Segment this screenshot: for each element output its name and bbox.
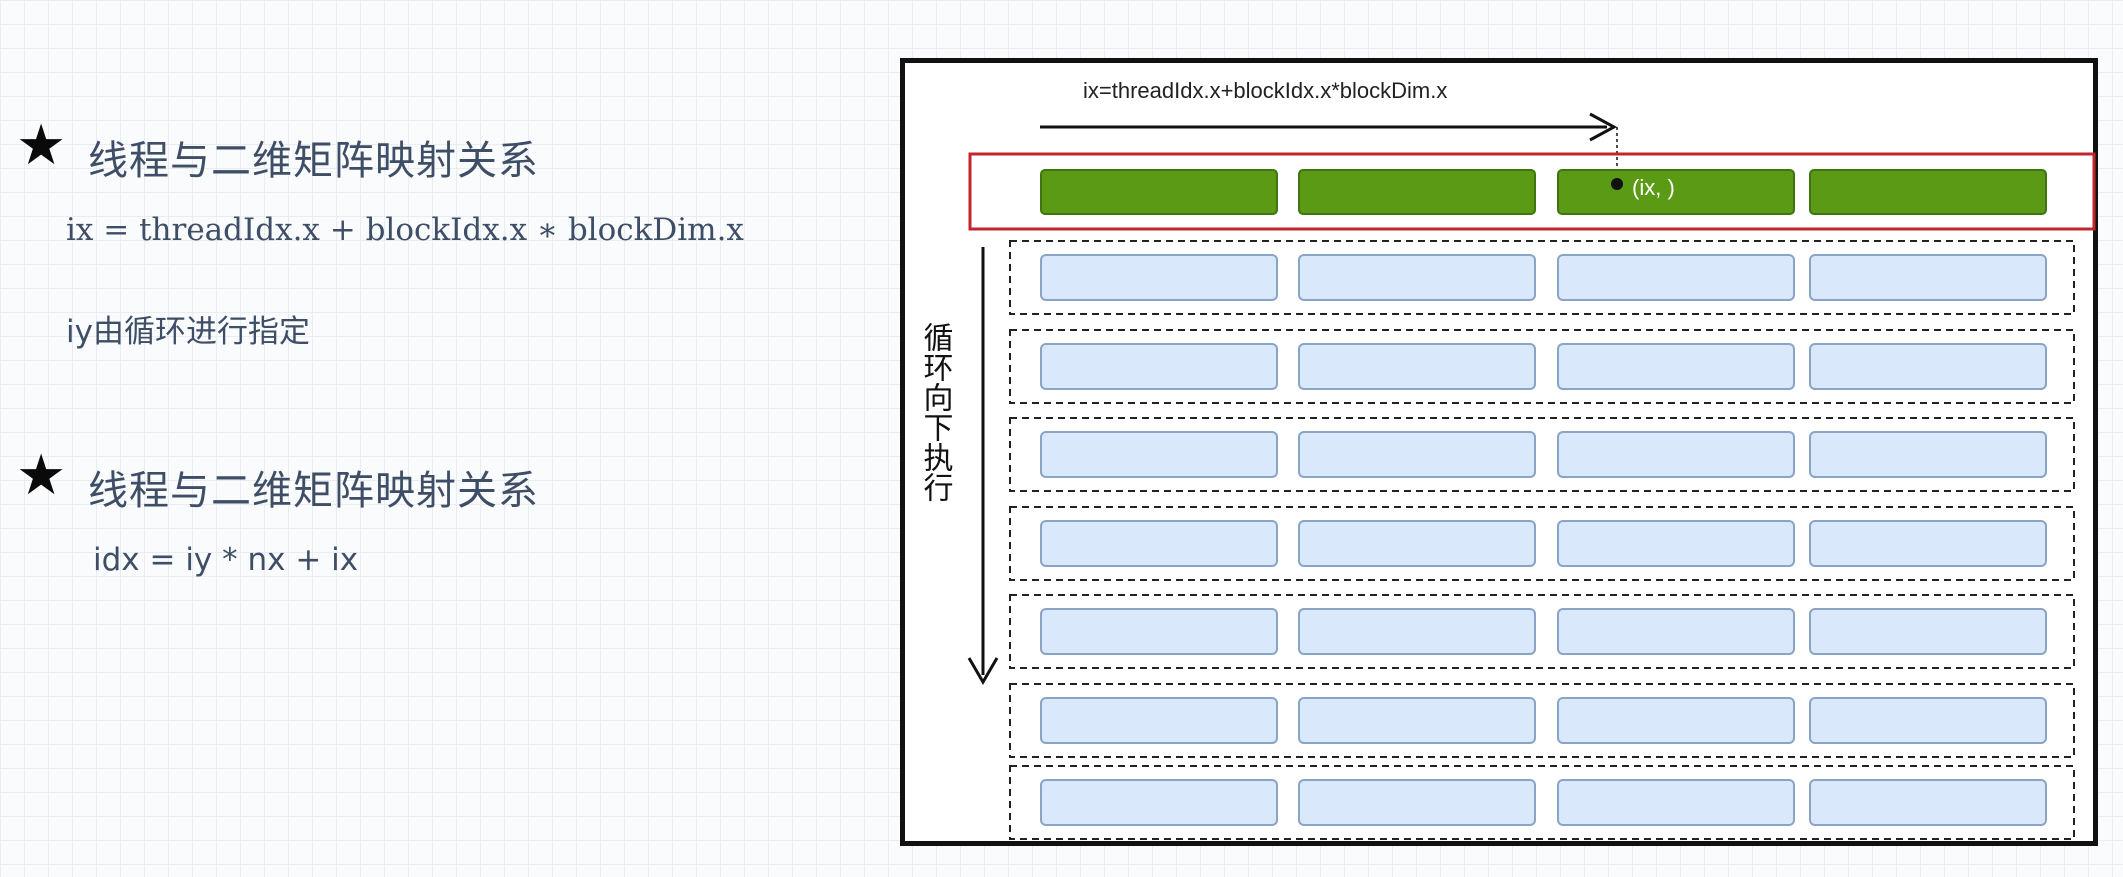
matrix-cell [1298,254,1536,301]
matrix-cell [1040,608,1278,655]
matrix-cell [1298,697,1536,744]
active-cell [1298,169,1536,215]
dashed-row-group [1009,240,2075,315]
matrix-cell [1040,520,1278,567]
matrix-cell [1298,520,1536,567]
dashed-row-group [1009,594,2075,669]
matrix-cell [1809,431,2047,478]
matrix-cell [1298,431,1536,478]
active-cell [1809,169,2047,215]
matrix-cell [1040,779,1278,826]
section-heading: 线程与二维矩阵映射关系 [88,468,539,514]
dashed-row-group [1009,683,2075,758]
matrix-cell [1040,431,1278,478]
matrix-cell [1557,608,1795,655]
matrix-cell [1040,343,1278,390]
active-cell [1557,169,1795,215]
idx-formula: idx = iy * nx + ix [93,542,359,578]
ix-formula: ix = threadIdx.x + blockIdx.x ∗ blockDim… [66,212,744,248]
matrix-cell [1557,431,1795,478]
matrix-cell [1298,608,1536,655]
vertical-arrow-head [967,657,999,685]
dashed-row-group [1009,765,2075,840]
star-icon: ★ [16,443,67,508]
matrix-cell [1557,697,1795,744]
matrix-cell [1040,254,1278,301]
matrix-cell [1809,520,2047,567]
matrix-rows [1009,240,2075,840]
ix-diagram-label: ix=threadIdx.x+blockIdx.x*blockDim.x [1083,78,1447,103]
horizontal-arrow-head [1589,112,1618,142]
matrix-cell [1557,343,1795,390]
matrix-cell [1298,779,1536,826]
matrix-cell [1298,343,1536,390]
matrix-cell [1557,779,1795,826]
dashed-row-group [1009,417,2075,492]
matrix-cell [1040,697,1278,744]
loop-direction-label: 循环向下执行 [918,322,954,502]
iy-note: iy由循环进行指定 [66,314,310,350]
matrix-cell [1557,520,1795,567]
point-label: (ix, ) [1632,175,1675,200]
matrix-cell [1557,254,1795,301]
matrix-cell [1809,343,2047,390]
section-heading: 线程与二维矩阵映射关系 [88,138,539,184]
matrix-cell [1809,697,2047,744]
point-marker [1611,178,1623,190]
dashed-row-group [1009,329,2075,404]
active-cell [1040,169,1278,215]
left-text-panel: ★ 线程与二维矩阵映射关系 ix = threadIdx.x + blockId… [0,0,880,877]
matrix-cell [1809,779,2047,826]
dashed-row-group [1009,506,2075,581]
active-row-highlight [968,152,2096,231]
star-icon: ★ [16,113,67,178]
matrix-cell [1809,608,2047,655]
matrix-cell [1809,254,2047,301]
